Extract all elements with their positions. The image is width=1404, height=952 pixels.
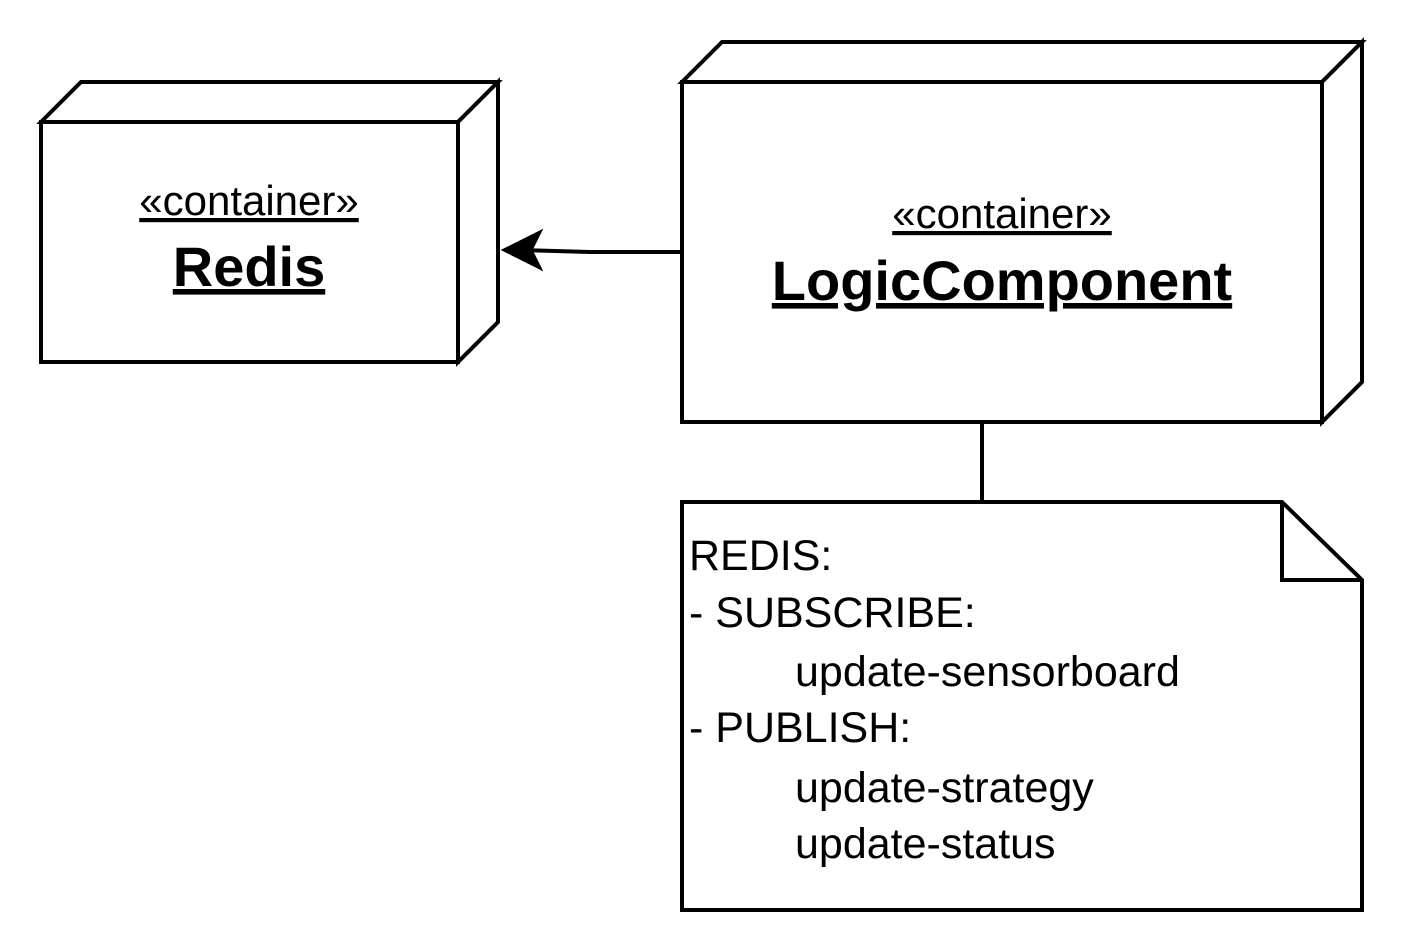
logic-component-node-side-face <box>1320 37 1364 427</box>
note-line: - SUBSCRIBE: <box>689 589 976 637</box>
redis-node-front-face <box>39 120 460 364</box>
redis-node[interactable]: «container» Redis <box>36 77 503 367</box>
note-folded-corner <box>1280 502 1362 582</box>
dependency-arrow[interactable] <box>500 228 682 272</box>
logic-component-node-name: LogicComponent <box>772 249 1232 312</box>
redis-channels-note[interactable]: REDIS: - SUBSCRIBE: update-sensorboard -… <box>680 500 1364 912</box>
note-body <box>680 500 1364 912</box>
redis-node-stereotype: «container» <box>139 177 359 224</box>
logic-component-node[interactable]: «container» LogicComponent <box>677 37 1367 427</box>
note-line: update-status <box>795 820 1056 868</box>
dependency-arrow-head <box>500 228 544 272</box>
logic-component-node-top-face <box>677 40 1367 84</box>
note-line: REDIS: <box>689 532 832 580</box>
note-line: update-strategy <box>795 764 1094 812</box>
logic-component-node-front-face <box>680 80 1324 424</box>
note-line: - PUBLISH: <box>689 704 911 752</box>
redis-node-name: Redis <box>173 235 326 298</box>
redis-node-side-face <box>456 77 500 367</box>
note-line: update-sensorboard <box>795 648 1180 696</box>
redis-node-top-face <box>36 80 503 124</box>
logic-component-node-stereotype: «container» <box>892 190 1112 237</box>
dependency-arrow-line <box>519 248 682 254</box>
